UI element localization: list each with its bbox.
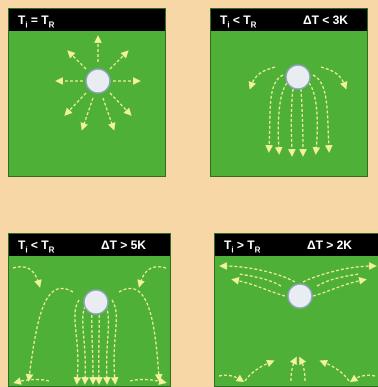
sphere-icon	[84, 290, 108, 314]
delta-t-label: ΔT < 3K	[303, 9, 348, 31]
plume-flow-arrows	[13, 267, 166, 382]
delta-t-label: ΔT > 5K	[101, 234, 146, 256]
panel-header: Ti < TR ΔT < 3K	[211, 9, 367, 31]
panel-equal-temperature: Ti = TR	[8, 8, 166, 177]
rising-flow-arrows	[219, 266, 375, 381]
flow-field	[9, 256, 170, 386]
panel-warmer: Ti > TR ΔT > 2K	[214, 233, 378, 387]
panel-large-delta-cooler: Ti < TR ΔT > 5K	[8, 233, 171, 387]
flow-field	[9, 31, 165, 176]
sphere-icon	[86, 69, 110, 93]
panel-small-delta-cooler: Ti < TR ΔT < 3K	[210, 8, 368, 177]
sphere-icon	[288, 284, 312, 308]
panel-header: Ti > TR ΔT > 2K	[215, 234, 378, 256]
delta-t-label: ΔT > 2K	[307, 234, 352, 256]
sphere-icon	[286, 65, 310, 89]
panel-header: Ti < TR ΔT > 5K	[9, 234, 170, 256]
panel-header: Ti = TR	[9, 9, 165, 31]
flow-field	[211, 31, 367, 176]
flow-field	[215, 256, 378, 386]
